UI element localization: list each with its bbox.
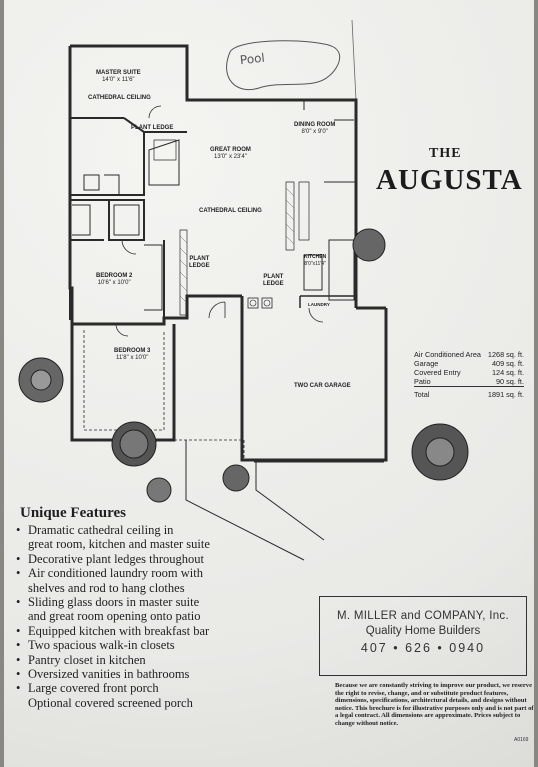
builder-phone: 407 • 626 • 0940	[360, 641, 486, 655]
feature-item: •Sliding glass doors in master suite	[16, 595, 200, 610]
feature-item: Optional covered screened porch	[28, 695, 193, 710]
features-title: Unique Features	[20, 505, 126, 521]
brochure-sheet: MASTER SUITE 14'0" x 11'6" CATHEDRAL CEI…	[4, 0, 534, 767]
pool-sketch	[226, 40, 341, 90]
builder-name: M. MILLER and COMPANY, Inc.	[337, 610, 509, 622]
title-name: AUGUSTA	[376, 164, 523, 196]
feature-item: •Decorative plant ledges throughout	[16, 551, 204, 566]
label-master-ceiling: CATHEDRAL CEILING	[88, 95, 151, 101]
feature-item: •Two spacious walk-in closets	[16, 638, 175, 653]
label-laundry: LAUNDRY	[308, 302, 330, 307]
disclaimer: Because we are constantly striving to im…	[335, 682, 534, 727]
document-code: A0169	[514, 737, 529, 743]
feature-item-continued: shelves and rod to hang clothes	[28, 580, 185, 595]
builder-tagline: Quality Home Builders	[365, 625, 481, 637]
features-list: •Dramatic cathedral ceiling in great roo…	[16, 523, 210, 710]
feature-item: •Air conditioned laundry room with	[16, 566, 203, 581]
feature-item: •Equipped kitchen with breakfast bar	[16, 623, 210, 638]
builder-box: M. MILLER and COMPANY, Inc. Quality Home…	[319, 596, 527, 676]
label-garage: TWO CAR GARAGE	[294, 383, 351, 389]
label-bedroom-3: BEDROOM 3 11'8" x 10'0"	[114, 348, 151, 361]
label-plant-ledge-top: PLANT LEDGE	[131, 125, 174, 131]
floor-plan	[18, 19, 469, 561]
label-great-ceiling: CATHEDRAL CEILING	[199, 208, 262, 214]
landscape-shrubs	[18, 228, 469, 503]
feature-item: •Large covered front porch	[16, 681, 159, 696]
feature-item-continued: great room, kitchen and master suite	[28, 537, 210, 552]
label-bedroom-2: BEDROOM 2 10'6" x 10'0"	[96, 273, 133, 286]
label-master-suite: MASTER SUITE 14'0" x 11'6"	[96, 70, 141, 83]
feature-item-continued: and great room opening onto patio	[28, 609, 201, 624]
feature-item: •Pantry closet in kitchen	[16, 652, 146, 667]
pool-handwritten-note: Pool	[239, 50, 266, 68]
label-plant-ledge-left: PLANT LEDGE	[189, 256, 210, 269]
label-plant-ledge-right: PLANT LEDGE	[263, 274, 284, 287]
label-dining-room: DINING ROOM 8'0" x 9'0"	[294, 122, 336, 135]
feature-item: •Oversized vanities in bathrooms	[16, 667, 190, 682]
title-prefix: THE	[429, 146, 462, 161]
label-great-room: GREAT ROOM 13'0" x 23'4"	[210, 147, 251, 160]
label-kitchen: KITCHEN 8'0"x11'4"	[304, 254, 327, 267]
outer-walls	[68, 44, 388, 462]
feature-item: •Dramatic cathedral ceiling in	[16, 523, 174, 537]
